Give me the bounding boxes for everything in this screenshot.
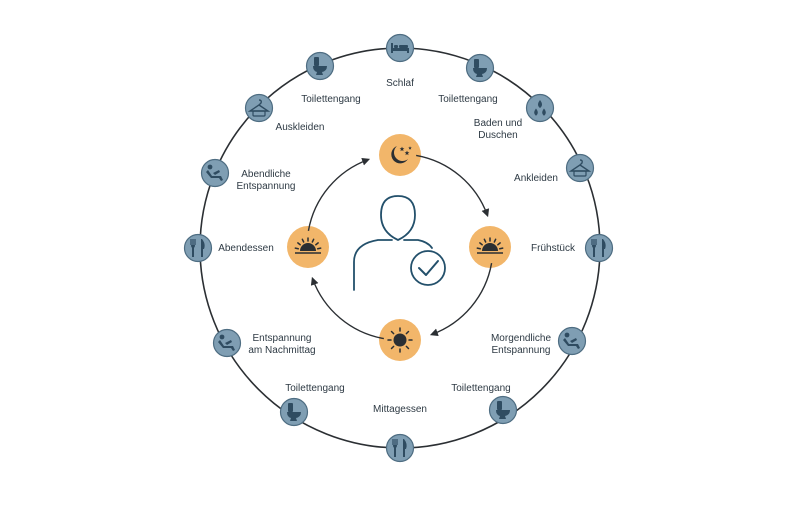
activity-label-dressing: Ankleiden bbox=[481, 173, 591, 185]
activity-label-line: Frühstück bbox=[531, 243, 575, 254]
cycle-arrow bbox=[307, 157, 371, 231]
activity-label-toilet-3: Toilettengang bbox=[260, 383, 370, 395]
activity-label-line: Abendessen bbox=[218, 243, 274, 254]
reclining-chair-icon bbox=[212, 328, 242, 358]
toilet-icon bbox=[305, 51, 335, 81]
toilet-icon bbox=[488, 395, 518, 425]
sun-icon bbox=[379, 319, 421, 361]
water-drops-icon bbox=[525, 93, 555, 123]
activity-label-line: Entspannung bbox=[491, 345, 551, 356]
person-check-icon bbox=[353, 195, 446, 291]
toilet-icon bbox=[465, 53, 495, 83]
fork-knife-icon bbox=[183, 233, 213, 263]
bed-icon bbox=[385, 33, 415, 63]
activity-label-line: Toilettengang bbox=[301, 94, 361, 105]
cycle-arrow bbox=[310, 276, 384, 340]
activity-label-line: Auskleiden bbox=[275, 122, 325, 133]
moon-stars-icon bbox=[379, 134, 421, 176]
clothes-hanger-icon bbox=[565, 153, 595, 183]
activity-label-line: Entspannung bbox=[252, 333, 312, 344]
activity-label-line: Abendliche bbox=[241, 169, 291, 180]
activity-label-undressing: Auskleiden bbox=[245, 122, 355, 134]
toilet-icon bbox=[279, 397, 309, 427]
reclining-chair-icon bbox=[200, 158, 230, 188]
activity-label-line: Entspannung bbox=[236, 181, 296, 192]
activity-label-sleep: Schlaf bbox=[345, 78, 455, 90]
reclining-chair-icon bbox=[557, 326, 587, 356]
activity-label-line: Ankleiden bbox=[514, 173, 558, 184]
activity-label-line: Morgendliche bbox=[490, 333, 552, 344]
activity-label-toilet-2: Toilettengang bbox=[426, 383, 536, 395]
activity-label-line: Baden und bbox=[473, 118, 523, 129]
cycle-arrow bbox=[429, 263, 493, 337]
activity-label-line: Toilettengang bbox=[451, 383, 511, 394]
activity-label-lunch: Mittagessen bbox=[345, 404, 455, 416]
activity-label-toilet-1: Toilettengang bbox=[413, 94, 523, 106]
activity-label-dinner: Abendessen bbox=[191, 243, 301, 255]
sunrise-icon bbox=[469, 226, 511, 268]
activity-label-breakfast: Frühstück bbox=[498, 243, 608, 255]
fork-knife-icon bbox=[385, 433, 415, 463]
activity-label-toilet-4: Toilettengang bbox=[276, 94, 386, 106]
activity-label-line: Toilettengang bbox=[438, 94, 498, 105]
cycle-arrow bbox=[416, 154, 490, 218]
clothes-hanger-icon bbox=[244, 93, 274, 123]
activity-label-line: Toilettengang bbox=[285, 383, 345, 394]
activity-label-line: am Nachmittag bbox=[248, 345, 316, 356]
activity-label-line: Duschen bbox=[478, 130, 518, 141]
fork-knife-icon bbox=[584, 233, 614, 263]
activity-label-line: Schlaf bbox=[386, 78, 414, 89]
sunset-icon bbox=[287, 226, 329, 268]
activity-label-line: Mittagessen bbox=[373, 404, 427, 415]
